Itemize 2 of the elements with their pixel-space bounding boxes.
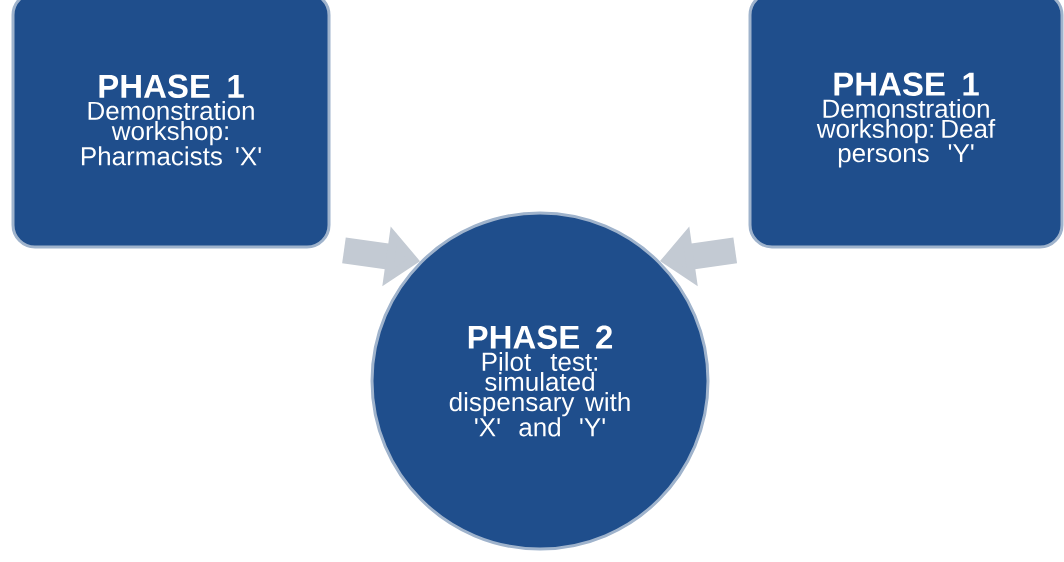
phase-box: PHASE 1 Demonstration workshop: Deaf persons 'Y' [748,0,1064,249]
phase-box: PHASE 1 Demonstration workshop: Pharmacists 'X' [11,0,331,249]
